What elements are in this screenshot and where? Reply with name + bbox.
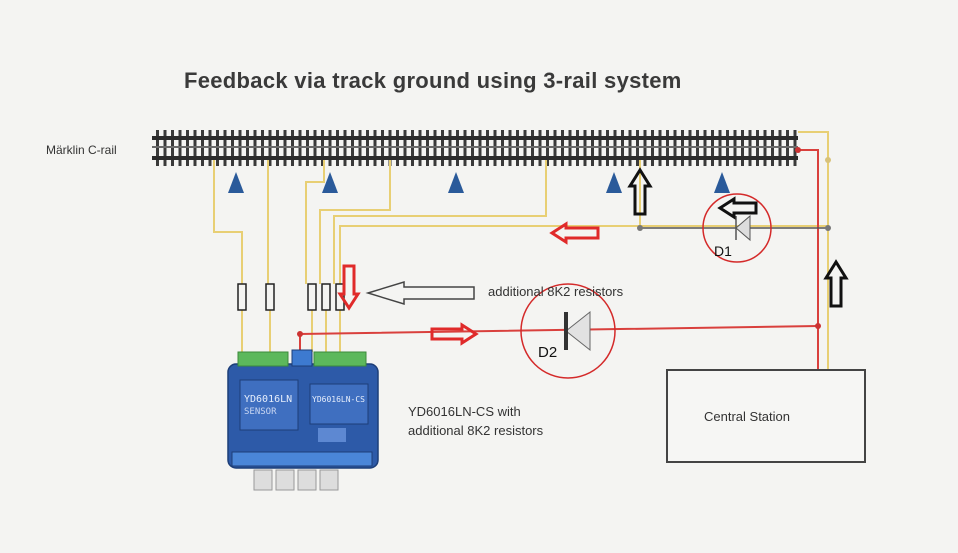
module-board-text: SENSOR [244,407,277,417]
central-station-box: Central Station [666,369,866,463]
red-arrows [337,221,600,346]
resistor [307,283,317,311]
diagram-title: Feedback via track ground using 3-rail s… [184,68,682,93]
connector-block [237,351,289,367]
junction-dot [637,225,643,231]
contact-marker [448,172,464,193]
module-chip [318,428,346,442]
module-foot [231,451,373,467]
contact-marker [228,172,244,193]
resistors [237,283,345,311]
resistor [265,283,275,311]
contact-marker [714,172,730,193]
connector-block [291,349,313,367]
diode-d2-label: D2 [538,344,558,361]
d2-highlight-circle [520,283,616,379]
connector-block [313,351,367,367]
feedback-module: YD6016LN SENSOR YD6016LN-CS [227,349,379,491]
black-arrows [627,167,849,308]
junction-dot [815,323,821,329]
arrow-down-icon [337,264,361,311]
module-caption-line2: additional 8K2 resistors [408,423,544,438]
junction-dot [795,147,801,153]
junction-dot [825,225,831,231]
yellow-wires [213,131,829,370]
rj45-port [297,469,317,491]
module-panel [239,379,299,431]
junction-dot [297,331,303,337]
d1-symbol [735,214,751,242]
central-station-label: Central Station [704,409,790,424]
module-panel [309,383,369,425]
rail-center [152,146,798,148]
contact-marker [322,172,338,193]
resistor [335,283,345,311]
rail-bottom [152,156,798,160]
junction-dot [825,157,831,163]
diode-d1 [702,193,772,263]
track-contact-markers [228,172,730,193]
resistor [321,283,331,311]
module-board-text: YD6016LN-CS [312,395,365,404]
module-board-text: YD6016LN [244,394,292,405]
arrow-left-outline-icon [365,280,475,306]
arrow-right-icon [430,322,479,346]
arrow-left-icon [549,221,600,245]
rj45-port [253,469,273,491]
arrow-left-icon [717,196,758,220]
module-caption-line1: YD6016LN-CS with [408,404,521,419]
rail-top [152,136,798,140]
contact-marker [606,172,622,193]
track-rail [152,130,798,166]
resistor-note: additional 8K2 resistors [488,284,624,299]
diode-d2 [520,283,616,379]
diode-d1-label: D1 [714,243,732,259]
d2-symbol [565,310,591,352]
resistor [237,283,247,311]
arrow-up-icon [823,259,849,308]
track-label: Märklin C-rail [46,143,117,157]
d1-highlight-circle [702,193,772,263]
rj45-port [319,469,339,491]
red-wires [299,149,819,370]
arrow-up-icon [627,167,653,216]
rj45-port [275,469,295,491]
